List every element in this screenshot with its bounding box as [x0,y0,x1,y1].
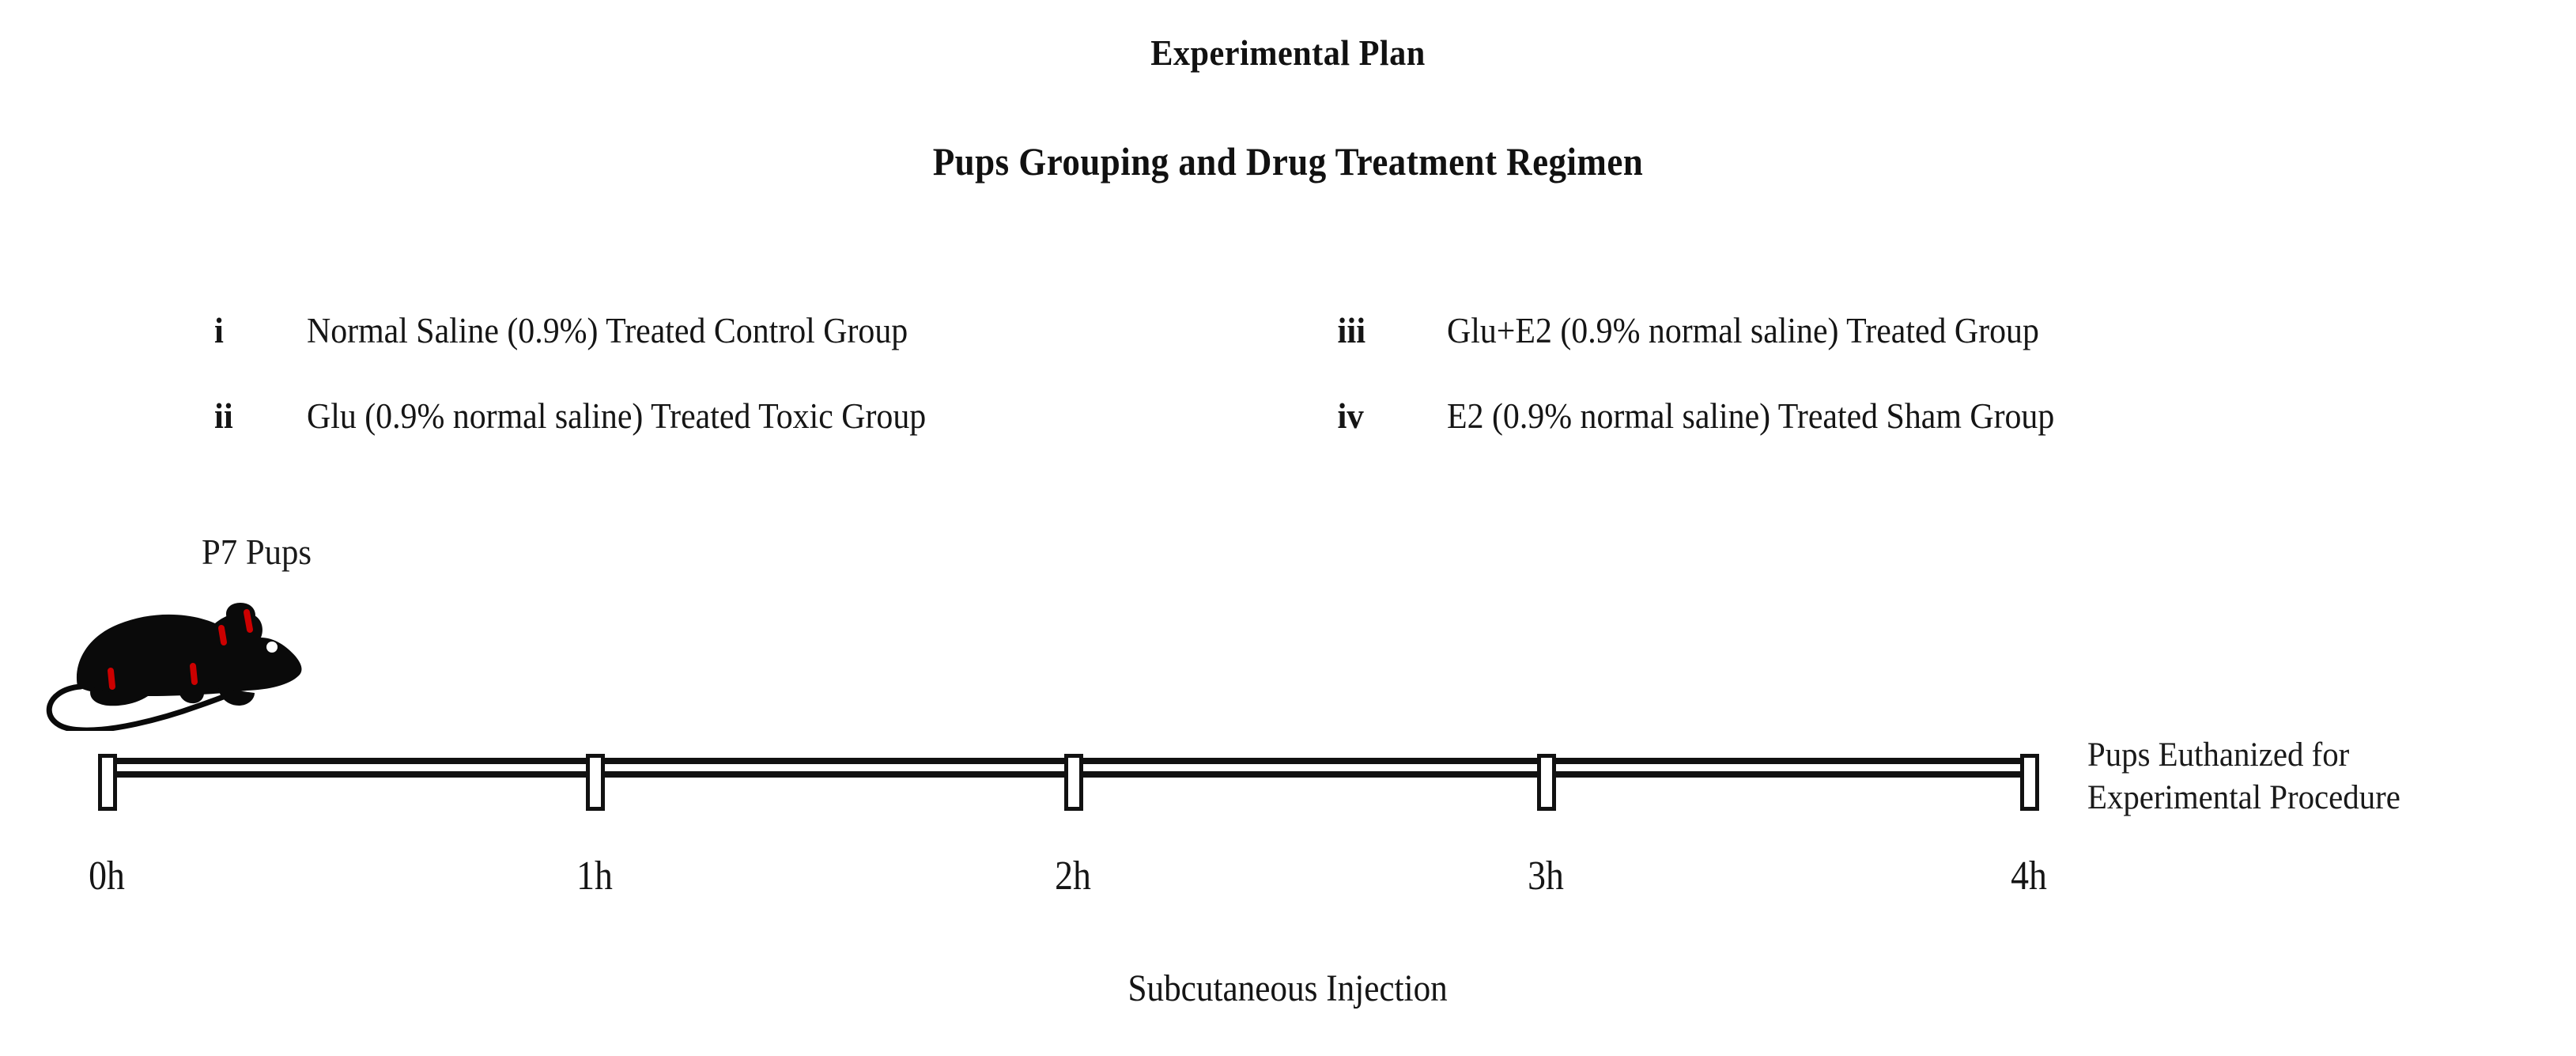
timeline-caption: Subcutaneous Injection [0,967,2576,1010]
group-numeral-iii: iii [1337,311,1366,350]
timeline-label-1h: 1h [576,854,613,899]
group-label-iii: Glu+E2 (0.9% normal saline) Treated Grou… [1447,311,2039,350]
timeline-axis-bottom [103,771,2038,778]
timeline-label-3h: 3h [1528,854,1564,899]
group-label-ii: Glu (0.9% normal saline) Treated Toxic G… [307,396,927,436]
group-numeral-ii: ii [214,396,233,436]
euthanize-note-line1: Pups Euthanized for [2087,736,2350,774]
page-subtitle: Pups Grouping and Drug Treatment Regimen [932,139,1644,184]
group-label-iv: E2 (0.9% normal saline) Treated Sham Gro… [1447,396,2055,436]
timeline-caption-text: Subcutaneous Injection [1127,967,1449,1009]
group-item-i: i Normal Saline (0.9%) Treated Control G… [212,310,953,351]
timeline-label-4h: 4h [2011,854,2047,899]
p7-pups-label: P7 Pups [202,532,312,572]
timeline-tick-0h [98,754,117,811]
mouse-icon [46,603,302,731]
group-numeral-iv: iv [1337,396,1364,436]
timeline-label-0h: 0h [89,854,125,899]
timeline-tick-1h [586,754,605,811]
timeline-tick-3h [1537,754,1556,811]
timeline-label-2h: 2h [1055,854,1091,899]
group-item-iii: iii Glu+E2 (0.9% normal saline) Treated … [1335,310,2083,351]
group-numeral-i: i [214,311,224,350]
page-title: Experimental Plan [1150,32,1426,73]
group-label-i: Normal Saline (0.9%) Treated Control Gro… [307,311,908,350]
timeline-tick-4h [2020,754,2039,811]
group-item-iv: iv E2 (0.9% normal saline) Treated Sham … [1335,396,2100,437]
euthanize-note: Pups Euthanized for Experimental Procedu… [2087,734,2400,819]
timeline-tick-2h [1064,754,1083,811]
timeline-axis-top [103,758,2038,764]
group-item-ii: ii Glu (0.9% normal saline) Treated Toxi… [212,396,973,437]
euthanize-note-line2: Experimental Procedure [2087,779,2400,816]
